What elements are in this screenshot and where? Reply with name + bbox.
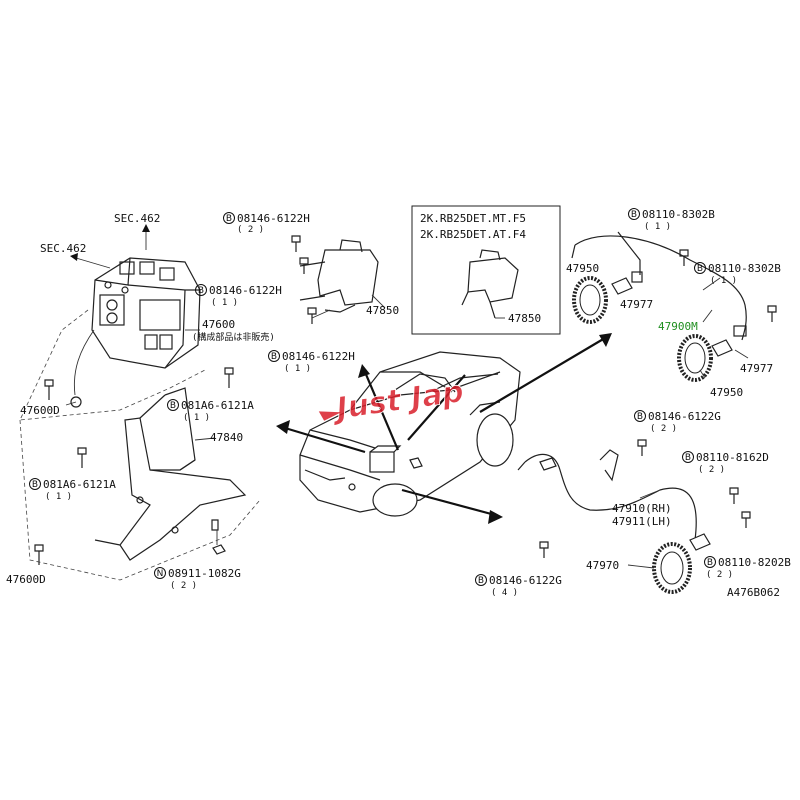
nut-1082g-label: 08911-1082G	[168, 567, 241, 580]
circled-b-symbols: B B B B B B B B B B B	[29, 208, 716, 586]
variant-bracket-47850	[461, 249, 519, 319]
car-illustration	[299, 351, 521, 517]
bolt-6122h-low-qty: ( 1 )	[284, 364, 311, 374]
sensor-rear-a	[689, 533, 711, 551]
front-sensor-harness	[571, 231, 777, 357]
svg-text:B: B	[226, 214, 232, 224]
sec462-top-label: SEC.462	[114, 212, 160, 225]
bolt-6122h-mid-label: 08146-6122H	[209, 284, 282, 297]
diagram-code: A476B062	[727, 586, 780, 599]
bolt-6122h-top	[291, 235, 301, 252]
bolt-6121a-left-qty: ( 1 )	[45, 492, 72, 502]
variant-box	[411, 205, 561, 335]
bolt-8162d	[729, 487, 739, 504]
svg-text:N: N	[157, 569, 164, 579]
svg-text:B: B	[707, 558, 713, 568]
bolt-6122g-top-label: 08146-6122G	[648, 410, 721, 423]
part-47840-label: 47840	[210, 431, 243, 444]
svg-text:B: B	[697, 264, 703, 274]
sensor-47977-top	[611, 277, 633, 295]
bolt-6121a-right-label: 081A6-6121A	[181, 399, 254, 412]
tone-ring-47970	[652, 542, 692, 594]
svg-text:B: B	[631, 210, 637, 220]
rear-sensor-harness	[517, 439, 751, 558]
bolt-8302b-right	[767, 305, 777, 322]
part-47600d-upper-label: 47600D	[20, 404, 60, 417]
bolt-8162d-qty: ( 2 )	[698, 465, 725, 475]
part-47900m-label: 47900M	[658, 320, 698, 333]
bolt-6122g-bottom	[539, 541, 549, 558]
part-47911-label: 47911(LH)	[612, 515, 672, 528]
svg-text:B: B	[198, 286, 204, 296]
sec462-left-label: SEC.462	[40, 242, 86, 255]
variant-2-label: 2K.RB25DET.AT.F4	[420, 228, 526, 241]
bolt-6122h-top-qty: ( 2 )	[237, 225, 264, 235]
part-labels: SEC.462 SEC.462 08146-6122H ( 2 ) 08146-…	[6, 208, 791, 599]
bolt-081a6-left	[77, 447, 87, 468]
bolt-6122h-low-label: 08146-6122H	[282, 350, 355, 363]
bolt-8302b-top	[679, 249, 689, 266]
tone-ring-47950-right	[677, 334, 713, 382]
part-47850-a-label: 47850	[366, 304, 399, 317]
nut-1082g-qty: ( 2 )	[170, 581, 197, 591]
variant-1-label: 2K.RB25DET.MT.F5	[420, 212, 526, 225]
sensor-rear-b	[539, 457, 557, 471]
bolt-8202b-label: 08110-8202B	[718, 556, 791, 569]
nut-08911	[211, 519, 219, 531]
bolt-6121a-left-label: 081A6-6121A	[43, 478, 116, 491]
bolt-6122g-bottom-label: 08146-6122G	[489, 574, 562, 587]
bolt-8202b	[741, 511, 751, 528]
bolt-081a6-right	[224, 367, 234, 388]
svg-text:B: B	[170, 401, 176, 411]
bolt-8162d-label: 08110-8162D	[696, 451, 769, 464]
part-47600d-lower-label: 47600D	[6, 573, 46, 586]
part-47600-note: (構成部品は非販売)	[192, 331, 275, 343]
part-47950-top-label: 47950	[566, 262, 599, 275]
svg-text:B: B	[32, 480, 38, 490]
bolt-47600d-upper	[44, 379, 54, 400]
leader-lines	[65, 277, 749, 569]
bolt-8202b-qty: ( 2 )	[706, 570, 733, 580]
part-47850-b-label: 47850	[508, 312, 541, 325]
circled-n-symbol: N	[154, 567, 166, 579]
abs-actuator-group	[34, 224, 234, 565]
svg-text:B: B	[478, 576, 484, 586]
pointer-arrows	[276, 333, 612, 524]
part-47977-right-label: 47977	[740, 362, 773, 375]
bolt-8302b-top-label: 08110-8302B	[642, 208, 715, 221]
bolt-6122h-mid	[299, 257, 309, 274]
ground-terminal	[70, 396, 82, 408]
bolt-6122h-top-label: 08146-6122H	[237, 212, 310, 225]
bolt-6122h-low	[307, 307, 317, 324]
part-47910-label: 47910(RH)	[612, 502, 672, 515]
svg-text:B: B	[637, 412, 643, 422]
bolt-8302b-right-label: 08110-8302B	[708, 262, 781, 275]
part-47977-top-label: 47977	[620, 298, 653, 311]
sensor-bracket-47850	[291, 235, 379, 324]
bolt-6122h-mid-qty: ( 1 )	[211, 298, 238, 308]
part-47600-label: 47600	[202, 318, 235, 331]
bolt-6121a-right-qty: ( 1 )	[183, 413, 210, 423]
abs-actuator-body	[91, 257, 201, 369]
bolt-6122g-bottom-qty: ( 4 )	[491, 588, 518, 598]
bolt-6122g-top-qty: ( 2 )	[650, 424, 677, 434]
part-47950-right-label: 47950	[710, 386, 743, 399]
bracket-47840	[94, 387, 247, 561]
svg-text:B: B	[685, 453, 691, 463]
bolt-6122g-top	[637, 439, 647, 456]
svg-text:B: B	[271, 352, 277, 362]
bolt-8302b-right-qty: ( 1 )	[710, 276, 737, 286]
part-47970-label: 47970	[586, 559, 619, 572]
bolt-47600d-lower	[34, 544, 44, 565]
tone-ring-47950-top	[572, 276, 608, 324]
bolt-8302b-top-qty: ( 1 )	[644, 222, 671, 232]
sensor-47977-right	[711, 339, 733, 357]
